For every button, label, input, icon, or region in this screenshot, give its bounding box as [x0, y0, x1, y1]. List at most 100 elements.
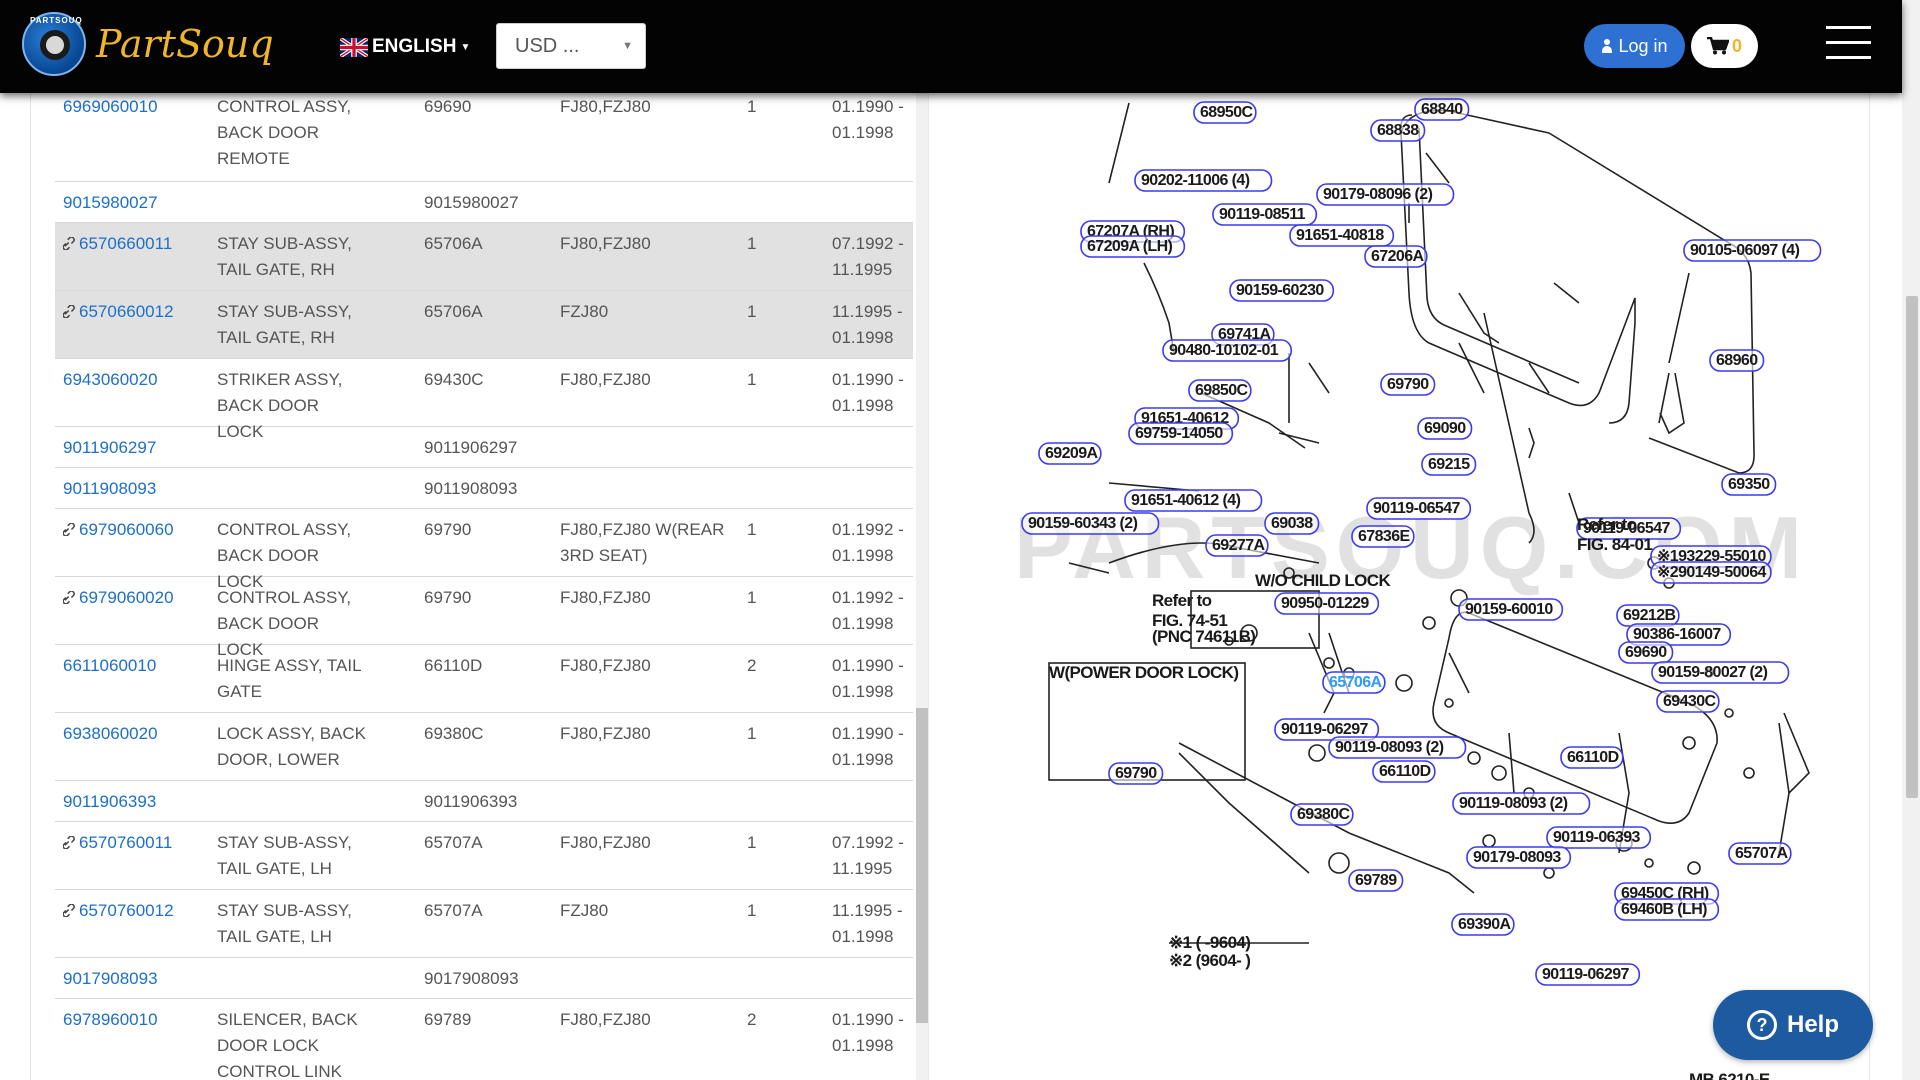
part-callout[interactable]: 69215	[1421, 453, 1477, 476]
callout-text[interactable]: 90179-08093	[1473, 849, 1562, 866]
part-number-link[interactable]: 6979060060	[63, 517, 213, 543]
part-number-text[interactable]: 9011906297	[63, 438, 157, 457]
part-callout[interactable]: 68950C	[1193, 101, 1257, 124]
part-number-text[interactable]: 6938060020	[63, 724, 158, 743]
part-callout[interactable]: 90179-08096 (2)	[1316, 183, 1455, 206]
part-callout[interactable]: ※290149-50064	[1650, 561, 1772, 584]
callout-text[interactable]: 90119-08511	[1219, 206, 1306, 223]
part-callout[interactable]: 69038	[1264, 512, 1320, 535]
callout-text[interactable]: 69090	[1424, 420, 1467, 437]
callout-text[interactable]: 69790	[1387, 376, 1430, 393]
menu-icon[interactable]	[1826, 26, 1871, 60]
callout-text[interactable]: 90159-60343 (2)	[1028, 515, 1138, 532]
part-callout[interactable]: 65707A	[1728, 842, 1792, 865]
part-callout[interactable]: 90119-06547	[1366, 497, 1472, 520]
part-number-text[interactable]: 9015980027	[63, 193, 158, 212]
part-callout[interactable]: 90119-08511	[1212, 203, 1318, 226]
callout-text[interactable]: 69460B (LH)	[1621, 901, 1708, 918]
part-callout[interactable]: 90386-16007	[1626, 623, 1732, 646]
callout-text[interactable]: 69430C	[1663, 693, 1717, 710]
part-number-link[interactable]: 6938060020	[63, 721, 213, 747]
callout-text[interactable]: 90119-06547	[1583, 520, 1671, 537]
callout-text[interactable]: 68838	[1377, 122, 1420, 139]
callout-text[interactable]: 69450C (RH)	[1621, 885, 1710, 902]
part-callout[interactable]: 90119-06297	[1274, 718, 1380, 741]
part-callout[interactable]: 67209A (LH)	[1080, 235, 1186, 258]
language-selector[interactable]: ENGLISH ▼	[340, 36, 470, 58]
part-callout[interactable]: 65706A	[1322, 671, 1386, 694]
part-number-link[interactable]: 6969060010	[63, 94, 213, 120]
callout-text[interactable]: 67209A (LH)	[1087, 238, 1173, 255]
part-number-link[interactable]: 6570660011	[63, 231, 213, 257]
part-number-text[interactable]: 9017908093	[63, 969, 158, 988]
part-callout[interactable]: 68840	[1414, 98, 1470, 121]
part-callout[interactable]: 66110D	[1560, 746, 1624, 769]
part-callout[interactable]: 90159-80027 (2)	[1651, 661, 1790, 684]
part-callout[interactable]: 90105-06097 (4)	[1683, 239, 1822, 262]
part-callout[interactable]: 90119-06297	[1535, 963, 1641, 986]
callout-text[interactable]: 90202-11006 (4)	[1141, 172, 1250, 189]
part-number-text[interactable]: 6570660011	[79, 234, 173, 253]
callout-text[interactable]: 90119-06297	[1542, 966, 1630, 983]
part-callout[interactable]: 90159-60230	[1229, 279, 1335, 302]
table-scrollbar-thumb[interactable]	[916, 708, 928, 1023]
callout-text[interactable]: 90105-06097 (4)	[1690, 242, 1800, 259]
part-number-link[interactable]: 9011906393	[63, 789, 213, 815]
callout-text[interactable]: 90119-08093 (2)	[1335, 739, 1444, 756]
part-number-link[interactable]: 9011906297	[63, 435, 213, 461]
callout-text[interactable]: 65706A	[1329, 674, 1383, 691]
part-callout[interactable]: 90119-06393	[1546, 826, 1652, 849]
callout-text[interactable]: 69277A	[1212, 537, 1266, 554]
callout-text[interactable]: 69789	[1355, 872, 1398, 889]
part-callout[interactable]: 67206A	[1364, 245, 1428, 268]
part-number-text[interactable]: 6570760012	[79, 901, 174, 920]
part-callout[interactable]: 69850C	[1188, 379, 1252, 402]
callout-text[interactable]: 90119-06393	[1553, 829, 1641, 846]
part-number-link[interactable]: 6570760011	[63, 830, 213, 856]
part-callout[interactable]: 69090	[1417, 417, 1473, 440]
part-callout[interactable]: 69790	[1108, 762, 1164, 785]
callout-text[interactable]: 90950-01229	[1281, 595, 1370, 612]
callout-text[interactable]: 90179-08096 (2)	[1323, 186, 1433, 203]
part-callout[interactable]: 90202-11006 (4)	[1134, 169, 1273, 192]
part-number-link[interactable]: 6978960010	[63, 1007, 213, 1033]
part-number-text[interactable]: 6979060060	[79, 520, 174, 539]
part-number-text[interactable]: 6979060020	[79, 588, 174, 607]
help-button[interactable]: ? Help	[1713, 990, 1873, 1060]
login-button[interactable]: Log in	[1584, 24, 1685, 68]
callout-text[interactable]: 69759-14050	[1135, 425, 1224, 442]
part-number-text[interactable]: 9011906393	[63, 792, 157, 811]
cart-button[interactable]: 0	[1691, 24, 1758, 68]
callout-text[interactable]: ※193229-55010	[1657, 548, 1767, 565]
currency-select[interactable]: USD ... ▼	[496, 23, 646, 69]
part-callout[interactable]: 69212B	[1616, 604, 1680, 627]
part-callout[interactable]: 69790	[1380, 373, 1436, 396]
callout-text[interactable]: 69212B	[1623, 607, 1676, 624]
part-number-text[interactable]: 6570660012	[79, 302, 174, 321]
part-callout[interactable]: 91651-40612 (4)	[1124, 489, 1263, 512]
callout-text[interactable]: 69215	[1428, 456, 1471, 473]
part-number-text[interactable]: 6611060010	[63, 656, 157, 675]
part-number-text[interactable]: 9011908093	[63, 479, 157, 498]
callout-text[interactable]: 90119-06297	[1281, 721, 1369, 738]
part-callout[interactable]: 69759-14050	[1128, 422, 1234, 445]
callout-text[interactable]: 90119-06547	[1373, 500, 1461, 517]
part-number-text[interactable]: 6943060020	[63, 370, 158, 389]
part-callout[interactable]: 90480-10102-01	[1162, 339, 1292, 362]
callout-text[interactable]: 68960	[1716, 352, 1759, 369]
callout-text[interactable]: 69350	[1728, 476, 1771, 493]
part-callout[interactable]: 91651-40818	[1289, 224, 1395, 247]
callout-text[interactable]: 91651-40818	[1296, 227, 1385, 244]
page-scrollbar[interactable]	[1902, 0, 1920, 1080]
